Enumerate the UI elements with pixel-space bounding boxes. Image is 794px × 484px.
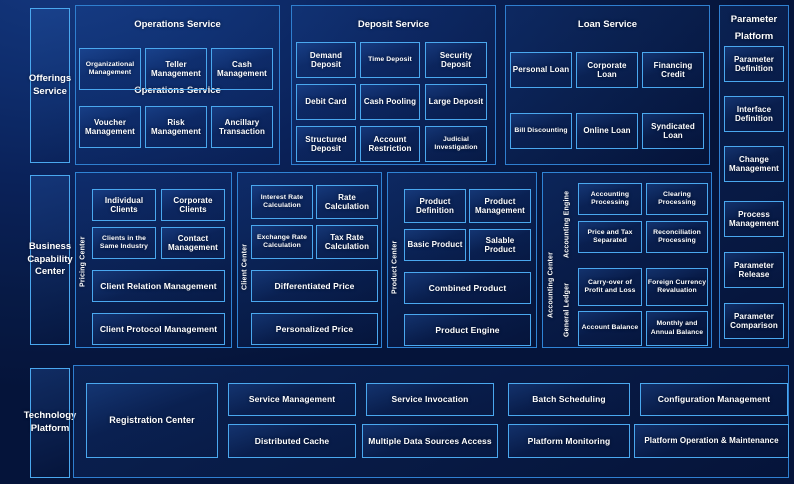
group-loan-service: [505, 5, 710, 165]
box-contact-management[interactable]: Contact Management: [161, 227, 225, 259]
box-large-deposit[interactable]: Large Deposit: [425, 84, 487, 120]
group-title-operations-service-duplicate: Operations Service: [134, 85, 221, 96]
box-interface-definition[interactable]: Interface Definition: [724, 96, 784, 132]
box-distributed-cache[interactable]: Distributed Cache: [228, 424, 356, 458]
box-combined-product[interactable]: Combined Product: [404, 272, 531, 304]
box-security-deposit[interactable]: Security Deposit: [425, 42, 487, 78]
box-organizational-management[interactable]: Organizational Management: [79, 48, 141, 90]
row-label-technology-platform: Technology Platform: [24, 368, 76, 478]
box-batch-scheduling[interactable]: Batch Scheduling: [508, 383, 630, 416]
box-configuration-management[interactable]: Configuration Management: [640, 383, 788, 416]
group-title-operations-service: Operations Service: [134, 19, 221, 30]
subgroup-label-accounting-engine: Accounting Engine: [563, 190, 571, 259]
box-individual-clients[interactable]: Individual Clients: [92, 189, 156, 221]
box-syndicated-loan[interactable]: Syndicated Loan: [642, 113, 704, 149]
box-monthly-and-annual-balance[interactable]: Monthly and Annual Balance: [646, 311, 708, 346]
box-personal-loan[interactable]: Personal Loan: [510, 52, 572, 88]
row-label-technology-platform-text: Technology Platform: [23, 410, 77, 434]
box-differentiated-price[interactable]: Differentiated Price: [251, 270, 378, 302]
box-product-definition[interactable]: Product Definition: [404, 189, 466, 223]
row-label-business-capability-center-text: Business Capability Center: [27, 240, 73, 278]
box-foreign-currency-revaluation[interactable]: Foreign Currency Revaluation: [646, 268, 708, 306]
group-operations-service: [75, 5, 280, 165]
panel-client-center: [237, 172, 382, 348]
box-ancillary-transaction[interactable]: Ancillary Transaction: [211, 106, 273, 148]
box-registration-center[interactable]: Registration Center: [86, 383, 218, 458]
group-title-deposit-service: Deposit Service: [357, 19, 430, 30]
box-platform-operation-and-maintenance[interactable]: Platform Operation & Maintenance: [634, 424, 789, 458]
box-process-management[interactable]: Process Management: [724, 201, 784, 237]
box-judicial-investigation[interactable]: Judicial Investigation: [425, 126, 487, 162]
box-clients-in-the-same-industry[interactable]: Clients in the Same Industry: [92, 227, 156, 259]
group-title-loan-service: Loan Service: [577, 19, 638, 30]
box-corporate-clients[interactable]: Corporate Clients: [161, 189, 225, 221]
box-service-invocation[interactable]: Service Invocation: [366, 383, 494, 416]
box-parameter-comparison[interactable]: Parameter Comparison: [724, 303, 784, 339]
group-parameter-platform: [719, 5, 789, 348]
box-account-restriction[interactable]: Account Restriction: [360, 126, 420, 162]
box-risk-management[interactable]: Risk Management: [145, 106, 207, 148]
box-product-engine[interactable]: Product Engine: [404, 314, 531, 346]
panel-label-product-center: Product Center: [391, 240, 399, 294]
box-structured-deposit[interactable]: Structured Deposit: [296, 126, 356, 162]
parameter-platform-title-line1: Parameter: [730, 14, 778, 25]
box-client-protocol-management[interactable]: Client Protocol Management: [92, 313, 225, 345]
group-deposit-service: [291, 5, 496, 165]
box-personalized-price[interactable]: Personalized Price: [251, 313, 378, 345]
box-time-deposit[interactable]: Time Deposit: [360, 42, 420, 78]
box-teller-management[interactable]: Teller Management: [145, 48, 207, 90]
box-financing-credit[interactable]: Financing Credit: [642, 52, 704, 88]
box-corporate-loan[interactable]: Corporate Loan: [576, 52, 638, 88]
panel-pricing-center: [75, 172, 232, 348]
box-account-balance[interactable]: Account Balance: [578, 311, 642, 346]
box-client-relation-management[interactable]: Client Relation Management: [92, 270, 225, 302]
box-debit-card[interactable]: Debit Card: [296, 84, 356, 120]
box-accounting-processing[interactable]: Accounting Processing: [578, 183, 642, 215]
box-demand-deposit[interactable]: Demand Deposit: [296, 42, 356, 78]
box-carry-over-of-profit-and-loss[interactable]: Carry-over of Profit and Loss: [578, 268, 642, 306]
row-label-offerings-service: Offerings Service: [28, 8, 72, 163]
box-parameter-definition[interactable]: Parameter Definition: [724, 46, 784, 82]
box-service-management[interactable]: Service Management: [228, 383, 356, 416]
box-multiple-data-sources-access[interactable]: Multiple Data Sources Access: [362, 424, 498, 458]
box-salable-product[interactable]: Salable Product: [469, 229, 531, 261]
box-platform-monitoring[interactable]: Platform Monitoring: [508, 424, 630, 458]
panel-label-pricing-center: Pricing Center: [79, 236, 87, 288]
box-price-and-tax-separated[interactable]: Price and Tax Separated: [578, 221, 642, 253]
row-label-business-capability-center: Business Capability Center: [27, 175, 73, 345]
box-bill-discounting[interactable]: Bill Discounting: [510, 113, 572, 149]
box-change-management[interactable]: Change Management: [724, 146, 784, 182]
box-online-loan[interactable]: Online Loan: [576, 113, 638, 149]
box-reconciliation-processing[interactable]: Reconciliation Processing: [646, 221, 708, 253]
box-interest-rate-calculation[interactable]: Interest Rate Calculation: [251, 185, 313, 219]
box-cash-pooling[interactable]: Cash Pooling: [360, 84, 420, 120]
box-cash-management[interactable]: Cash Management: [211, 48, 273, 90]
box-tax-rate-calculation[interactable]: Tax Rate Calculation: [316, 225, 378, 259]
box-product-management[interactable]: Product Management: [469, 189, 531, 223]
box-clearing-processing[interactable]: Clearing Processing: [646, 183, 708, 215]
parameter-platform-title-line2: Platform: [734, 31, 774, 42]
subgroup-label-general-ledger: General Ledger: [563, 282, 571, 337]
box-parameter-release[interactable]: Parameter Release: [724, 252, 784, 288]
panel-label-accounting-center: Accounting Center: [547, 251, 555, 318]
box-basic-product[interactable]: Basic Product: [404, 229, 466, 261]
panel-accounting-center: [542, 172, 712, 348]
panel-label-client-center: Client Center: [241, 243, 249, 291]
box-exchange-rate-calculation[interactable]: Exchange Rate Calculation: [251, 225, 313, 259]
box-rate-calculation[interactable]: Rate Calculation: [316, 185, 378, 219]
row-label-offerings-service-text: Offerings Service: [28, 72, 72, 97]
box-voucher-management[interactable]: Voucher Management: [79, 106, 141, 148]
